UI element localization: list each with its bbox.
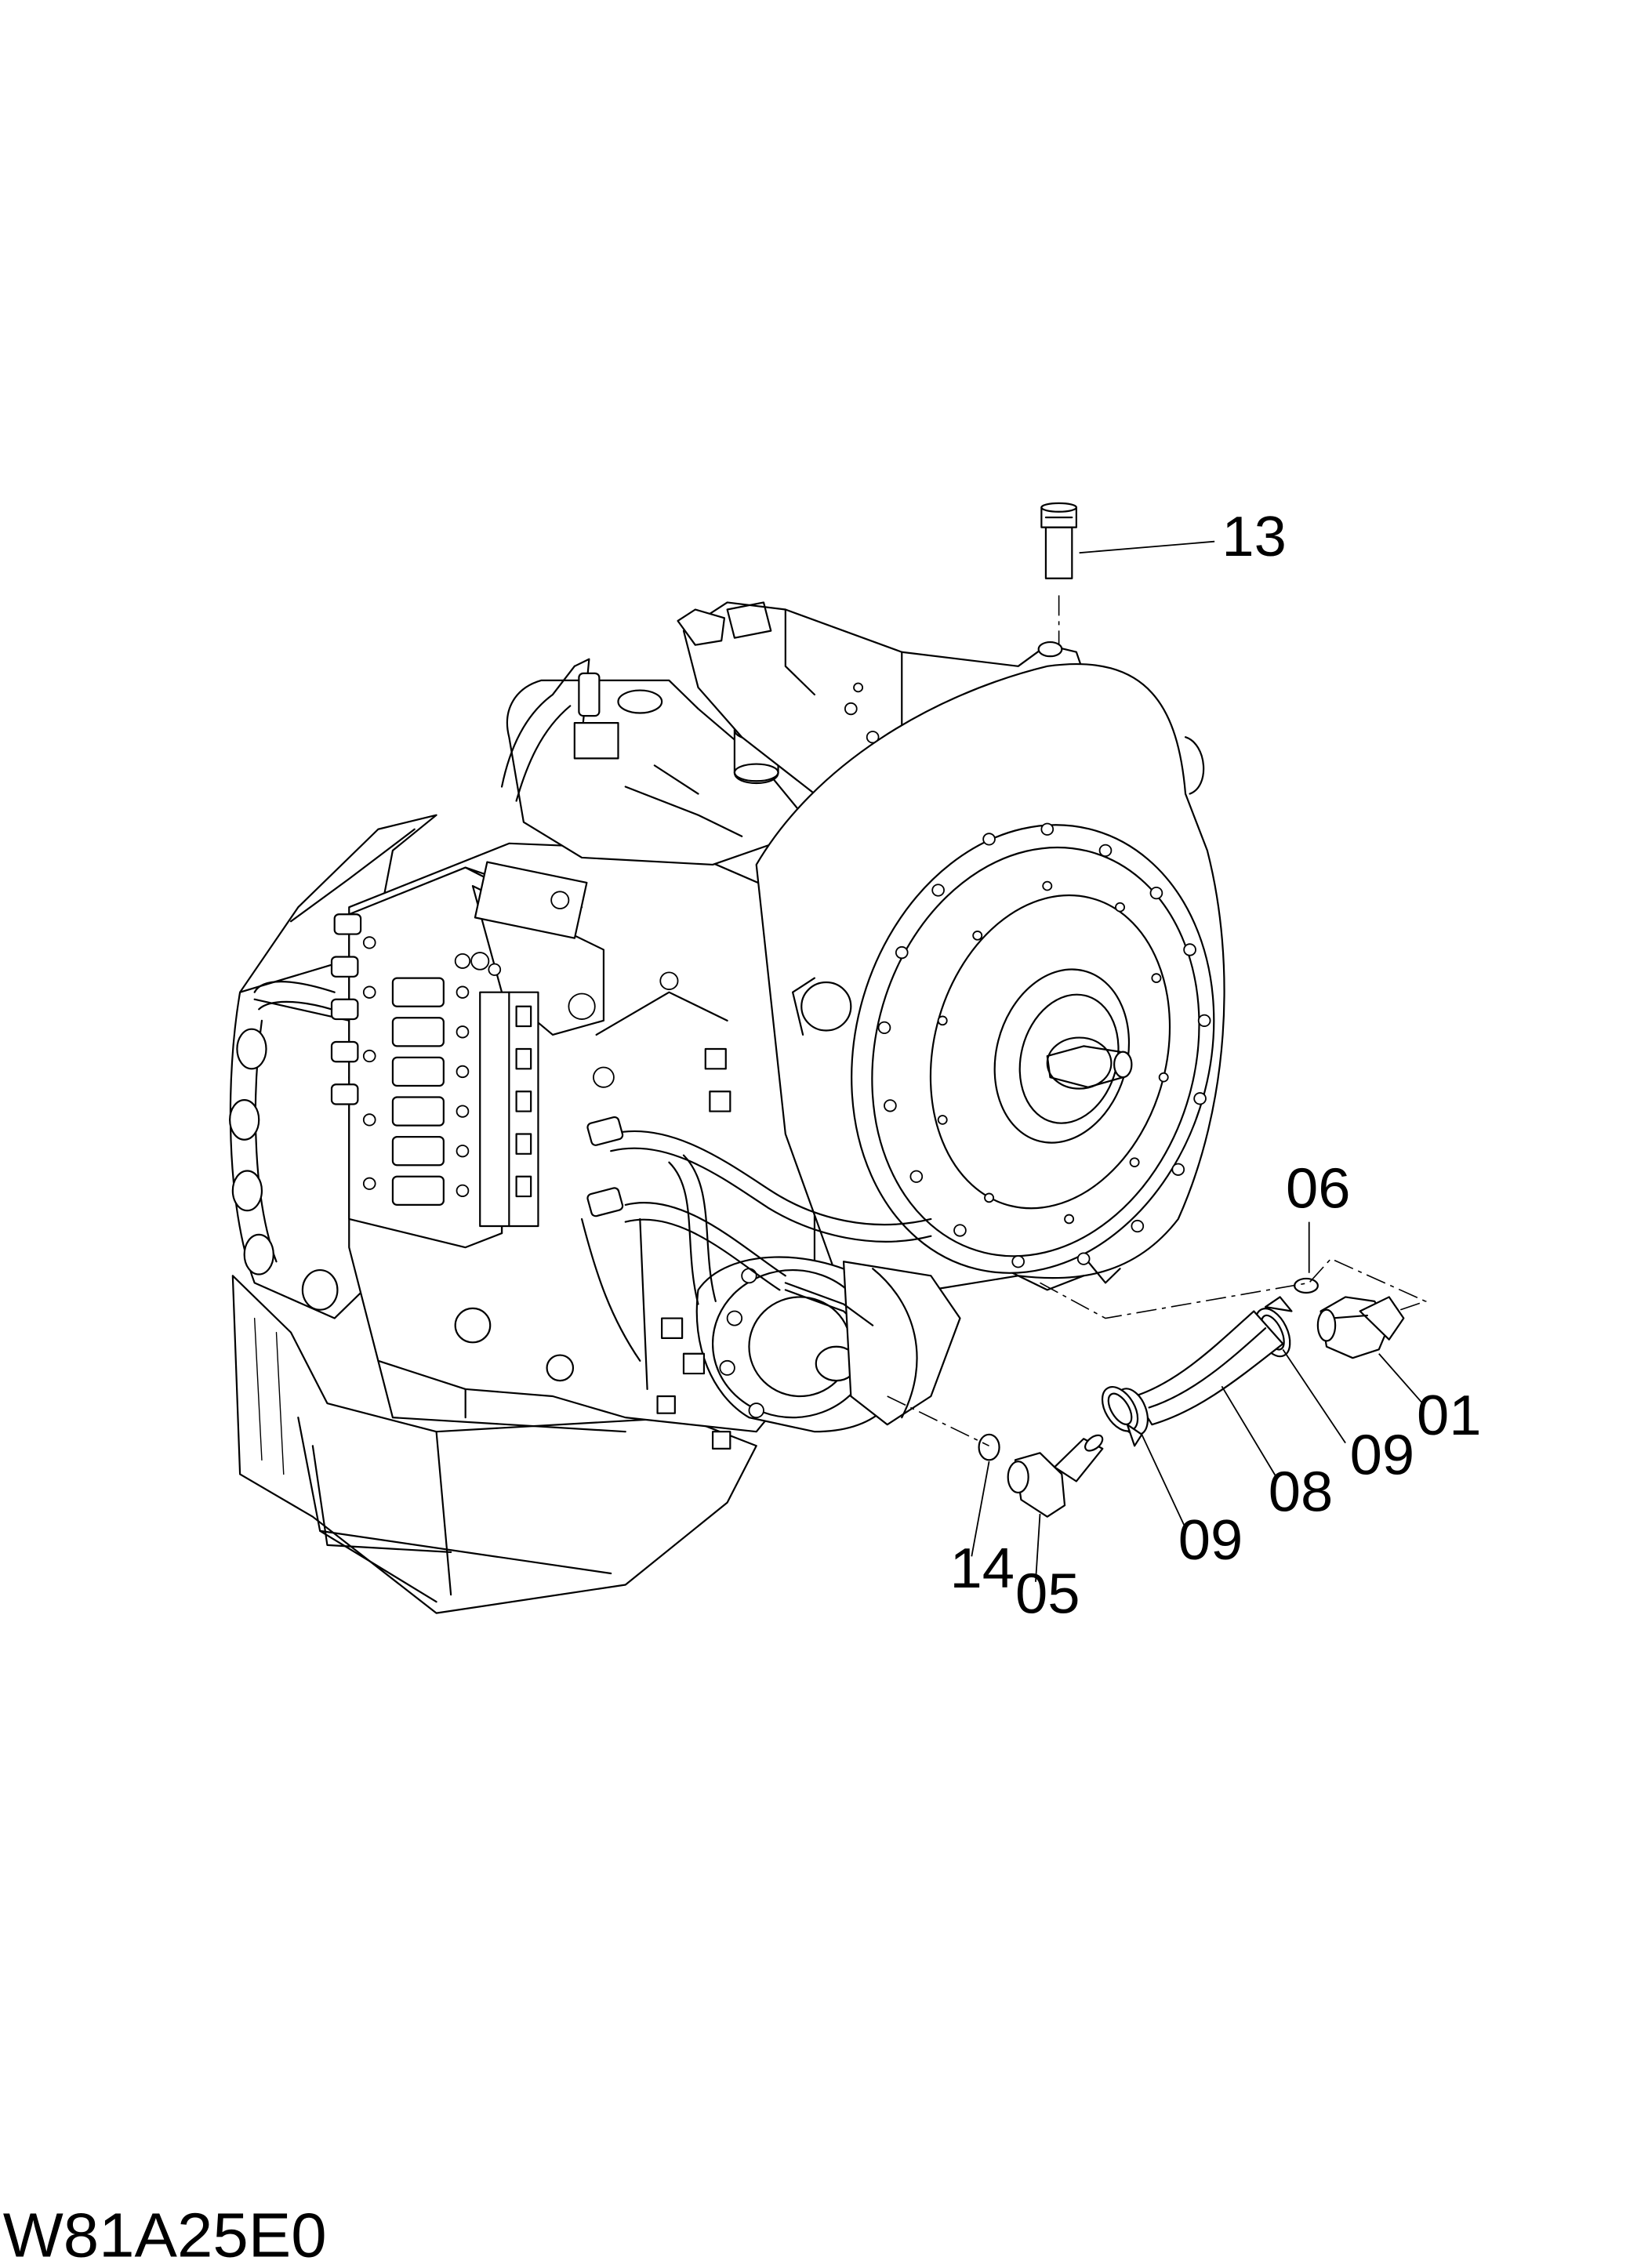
part-13-breather — [1041, 503, 1076, 579]
callout-labels: 13 06 01 09 08 09 14 05 — [949, 505, 1481, 1626]
callout-05: 05 — [1015, 1562, 1080, 1626]
callout-14: 14 — [949, 1537, 1015, 1600]
rear-mount-block — [678, 602, 1091, 793]
callout-06: 06 — [1286, 1156, 1351, 1220]
flange-bolts — [879, 824, 1211, 1268]
callout-01: 01 — [1417, 1384, 1482, 1447]
hose-lines — [586, 1116, 931, 1326]
callout-13: 13 — [1221, 505, 1287, 568]
oil-pan — [233, 1276, 757, 1613]
part-06-o-ring — [1294, 1279, 1318, 1293]
callout-09-upper: 09 — [1350, 1423, 1415, 1486]
drawing-code: W81A25E0 — [3, 2201, 327, 2268]
leader-lines — [971, 542, 1422, 1582]
callout-09-lower: 09 — [1178, 1508, 1243, 1572]
control-valve-block — [255, 862, 604, 1248]
right-lower-casing — [844, 1261, 960, 1424]
upper-frame — [502, 659, 815, 865]
left-connectors — [255, 914, 361, 1104]
transmission-assembly — [230, 602, 1261, 1613]
callout-08: 08 — [1269, 1460, 1334, 1523]
part-09-clamp-lower — [1095, 1381, 1145, 1446]
solenoid-valves — [364, 937, 531, 1205]
converter-flange — [804, 787, 1261, 1311]
left-housing — [230, 815, 436, 1319]
part-01-elbow — [1318, 1297, 1403, 1358]
part-14-o-ring — [979, 1435, 1000, 1461]
lower-brackets — [593, 972, 730, 1449]
part-05-elbow — [1008, 1432, 1105, 1517]
center-lines — [888, 595, 1425, 1446]
